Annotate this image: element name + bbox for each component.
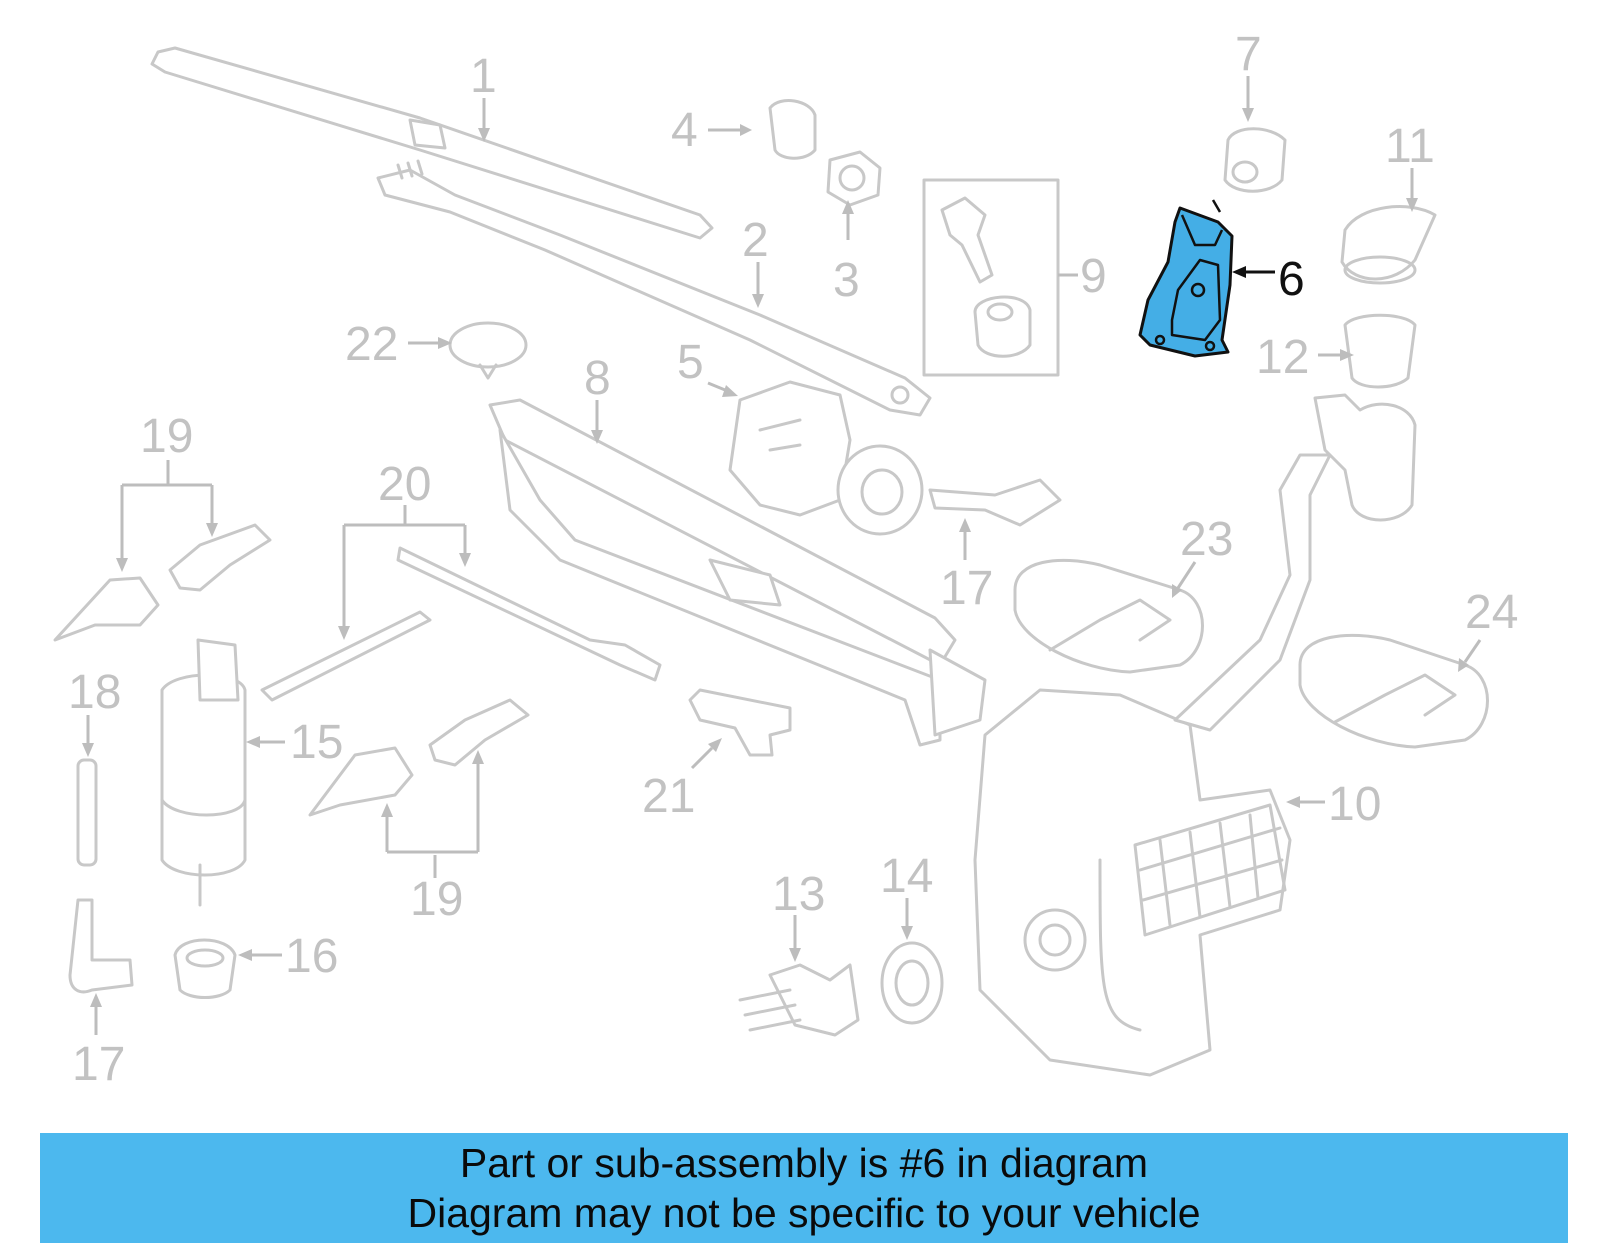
callout-8: 8	[584, 352, 611, 405]
part-5-wiper-motor	[728, 380, 924, 536]
callout-13: 13	[772, 868, 825, 921]
part-12-filler-neck	[1313, 313, 1417, 522]
part-20-rods	[260, 546, 662, 702]
part-3-nut	[826, 150, 882, 207]
part-22-plug	[448, 321, 528, 380]
part-17-connector-upper	[928, 478, 1062, 527]
callout-16: 16	[285, 930, 338, 983]
callout-22: 22	[345, 318, 398, 371]
callout-17-upper: 17	[940, 562, 993, 615]
callout-20: 20	[378, 458, 431, 511]
part-6-highlighted[interactable]	[1138, 199, 1234, 358]
callout-24: 24	[1465, 586, 1518, 639]
callout-12: 12	[1256, 331, 1309, 384]
part-21-connector	[688, 688, 792, 757]
part-9-kit	[922, 178, 1060, 377]
part-13-sensor	[738, 963, 860, 1037]
callout-2: 2	[742, 214, 769, 267]
banner-line-1: Part or sub-assembly is #6 in diagram	[459, 1140, 1149, 1186]
callout-19-lower: 19	[410, 873, 463, 926]
part-16-grommet	[173, 938, 237, 999]
info-banner: Part or sub-assembly is #6 in diagram Di…	[40, 1133, 1568, 1243]
callout-15: 15	[290, 716, 343, 769]
callout-10: 10	[1328, 778, 1381, 831]
part-14-grommet	[880, 941, 944, 1025]
part-19-nozzles-lower	[308, 698, 530, 817]
part-11-cap	[1340, 205, 1437, 285]
part-2-wiper-arm	[376, 159, 932, 417]
callout-5: 5	[677, 336, 704, 389]
callout-23: 23	[1180, 513, 1233, 566]
callout-1: 1	[470, 50, 497, 103]
callout-7: 7	[1235, 28, 1262, 81]
callout-3: 3	[833, 254, 860, 307]
callout-18: 18	[68, 666, 121, 719]
leader-lines	[82, 76, 1482, 1035]
part-18-hose	[76, 758, 98, 867]
callout-9: 9	[1080, 250, 1107, 303]
callout-17-lower: 17	[72, 1038, 125, 1091]
callout-19-upper: 19	[140, 410, 193, 463]
part-19-nozzles-upper	[53, 523, 272, 642]
part-17-connector-lower	[68, 898, 134, 994]
callout-21: 21	[642, 770, 695, 823]
parts-diagram: 1 2 3 4 5 6 7 8 9 10 11 12 13 14 15 16 1…	[53, 28, 1518, 1091]
part-15-pump	[160, 638, 247, 907]
part-4-cap	[768, 99, 817, 160]
callout-4: 4	[671, 104, 698, 157]
callout-labels: 1 2 3 4 5 6 7 8 9 10 11 12 13 14 15 16 1…	[68, 28, 1518, 1091]
callout-14: 14	[880, 850, 933, 903]
part-1-wiper-arm	[150, 46, 714, 240]
banner-line-2: Diagram may not be specific to your vehi…	[407, 1190, 1201, 1236]
callout-11: 11	[1385, 120, 1435, 173]
part-10-reservoir	[973, 453, 1332, 1077]
part-7-grommet	[1223, 127, 1287, 193]
part-8-linkage	[488, 398, 987, 747]
callout-6: 6	[1278, 253, 1305, 306]
part-24-washer-jet	[1298, 633, 1489, 749]
part-23-washer-jet	[1013, 558, 1204, 674]
